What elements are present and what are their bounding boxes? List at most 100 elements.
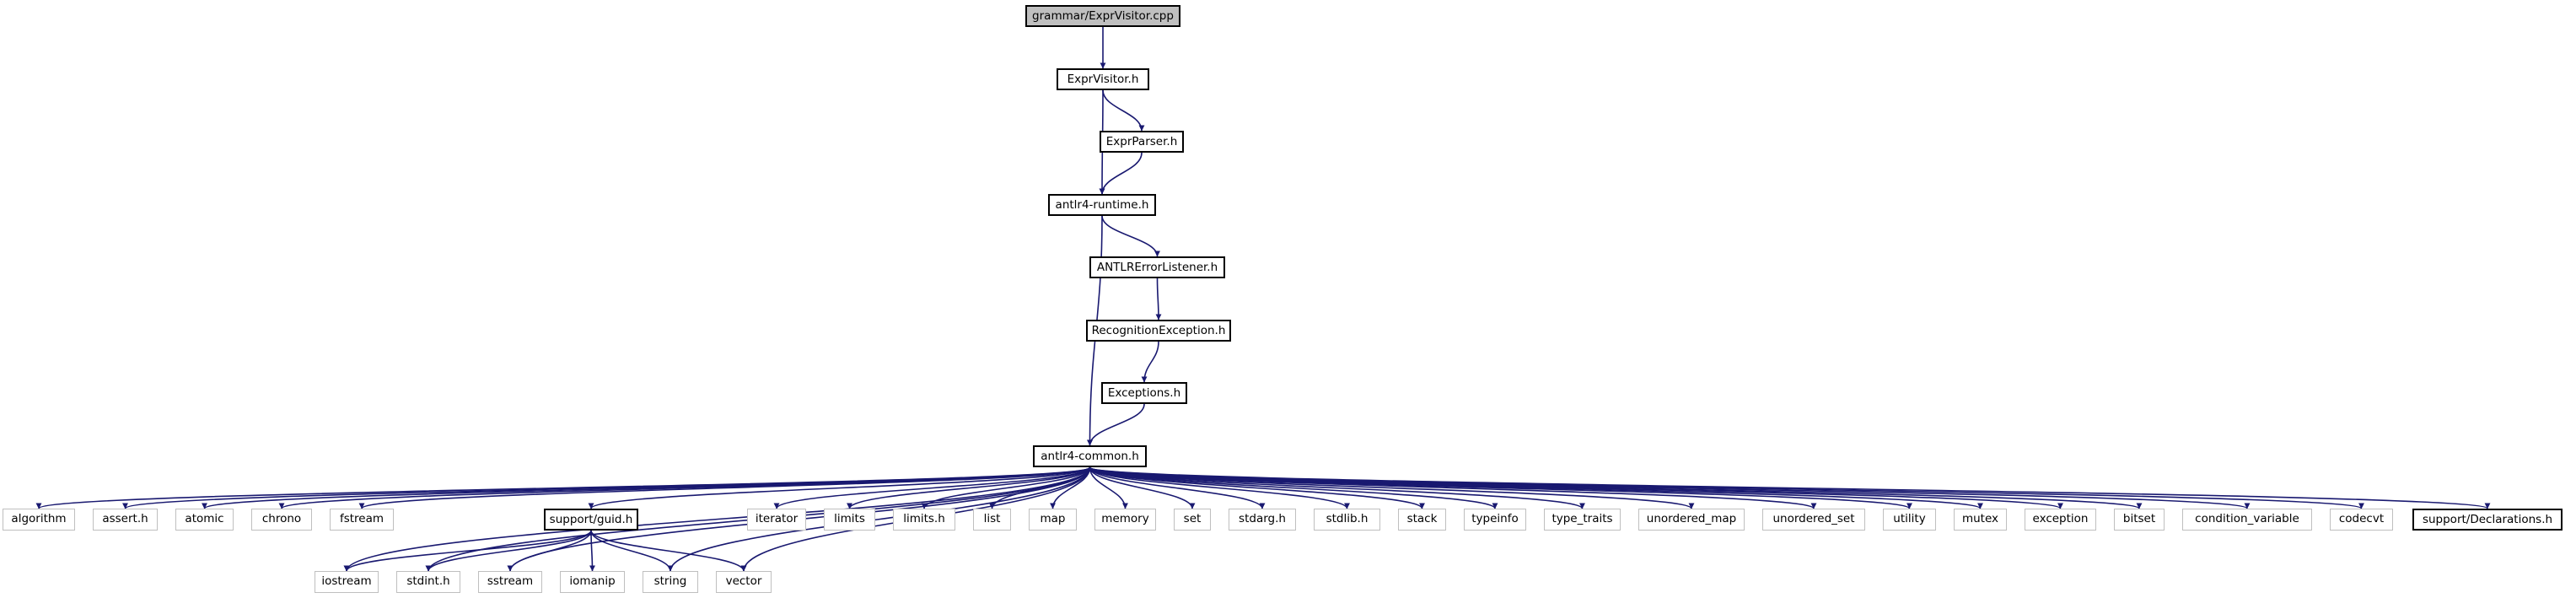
node-vector[interactable]: vector	[716, 571, 772, 593]
node-label: iostream	[321, 574, 372, 588]
node-assert-h[interactable]: assert.h	[93, 509, 158, 531]
node-root-file[interactable]: grammar/ExprVisitor.cpp	[1025, 5, 1180, 27]
node-algorithm[interactable]: algorithm	[3, 509, 75, 531]
node-label: stdlib.h	[1326, 512, 1369, 525]
edge-common-to-iostream	[343, 466, 1091, 572]
node-label: bitset	[2122, 512, 2156, 525]
node-label: iterator	[755, 512, 799, 525]
node-unordered-map[interactable]: unordered_map	[1638, 509, 1745, 531]
edge-common-to-stack	[1089, 466, 1425, 509]
node-label: typeinfo	[1471, 512, 1519, 525]
node-label: condition_variable	[2195, 512, 2299, 525]
edge-common-to-decls	[1089, 466, 2490, 509]
edge-guid-to-iomanip	[589, 530, 595, 572]
node-label: ANTLRErrorListener.h	[1096, 261, 1218, 274]
edge-exprparser-to-runtime	[1099, 152, 1143, 195]
node-support-guid-h[interactable]: support/guid.h	[544, 509, 638, 531]
edge-exceptions-to-common	[1087, 403, 1145, 446]
node-stdarg-h[interactable]: stdarg.h	[1229, 509, 1296, 531]
node-type-traits[interactable]: type_traits	[1544, 509, 1621, 531]
node-iomanip[interactable]: iomanip	[560, 571, 625, 593]
edge-common-to-guid	[588, 466, 1091, 509]
node-mutex[interactable]: mutex	[1954, 509, 2007, 531]
node-iterator[interactable]: iterator	[747, 509, 806, 531]
edge-common-to-map	[1050, 466, 1091, 509]
node-label: antlr4-common.h	[1041, 450, 1139, 463]
node-atomic[interactable]: atomic	[175, 509, 234, 531]
edge-common-to-fstream	[358, 466, 1091, 509]
node-bitset[interactable]: bitset	[2114, 509, 2165, 531]
node-condition-variable[interactable]: condition_variable	[2182, 509, 2312, 531]
node-exceptions-h[interactable]: Exceptions.h	[1101, 382, 1187, 404]
node-exception[interactable]: exception	[2025, 509, 2096, 531]
node-utility[interactable]: utility	[1883, 509, 1936, 531]
node-exprvisitor-h[interactable]: ExprVisitor.h	[1057, 68, 1149, 90]
node-support-declarations-h[interactable]: support/Declarations.h	[2412, 509, 2563, 531]
node-limits-h[interactable]: limits.h	[893, 509, 955, 531]
node-label: Exceptions.h	[1107, 386, 1181, 400]
node-label: exception	[2032, 512, 2089, 525]
edge-common-to-limitsh	[921, 466, 1091, 509]
node-label: set	[1183, 512, 1202, 525]
edge-common-to-typeinfo	[1089, 466, 1498, 509]
node-label: vector	[725, 574, 762, 588]
edge-common-to-limits	[847, 466, 1091, 509]
edge-common-to-string	[667, 466, 1091, 572]
edge-common-to-type_traits	[1089, 466, 1585, 509]
node-sstream[interactable]: sstream	[478, 571, 542, 593]
node-label: support/Declarations.h	[2422, 513, 2553, 526]
edge-common-to-stdarg	[1089, 466, 1266, 509]
node-label: support/guid.h	[549, 513, 633, 526]
node-fstream[interactable]: fstream	[330, 509, 394, 531]
node-string[interactable]: string	[643, 571, 698, 593]
node-typeinfo[interactable]: typeinfo	[1464, 509, 1526, 531]
edge-guid-to-stdint	[425, 530, 592, 572]
node-label: atomic	[185, 512, 224, 525]
node-label: RecognitionException.h	[1091, 324, 1226, 337]
node-label: unordered_map	[1646, 512, 1737, 525]
edge-common-to-iterator	[773, 466, 1091, 509]
edge-common-to-assert	[122, 466, 1091, 509]
node-stdint-h[interactable]: stdint.h	[396, 571, 460, 593]
node-label: algorithm	[11, 512, 67, 525]
node-codecvt[interactable]: codecvt	[2330, 509, 2393, 531]
node-set[interactable]: set	[1174, 509, 1211, 531]
edge-runtime-to-errlistener	[1101, 215, 1160, 257]
node-label: chrono	[261, 512, 302, 525]
node-label: utility	[1893, 512, 1926, 525]
node-memory[interactable]: memory	[1094, 509, 1156, 531]
node-label: stdarg.h	[1239, 512, 1286, 525]
node-antlr4-runtime-h[interactable]: antlr4-runtime.h	[1048, 194, 1156, 216]
node-recognitionexception-h[interactable]: RecognitionException.h	[1086, 320, 1231, 342]
node-chrono[interactable]: chrono	[251, 509, 312, 531]
node-label: string	[653, 574, 687, 588]
node-iostream[interactable]: iostream	[315, 571, 379, 593]
node-label: list	[983, 512, 1001, 525]
node-label: type_traits	[1552, 512, 1613, 525]
node-stdlib-h[interactable]: stdlib.h	[1314, 509, 1380, 531]
node-antlrerrorlistener-h[interactable]: ANTLRErrorListener.h	[1089, 256, 1225, 278]
node-label: unordered_set	[1772, 512, 1855, 525]
node-label: fstream	[339, 512, 385, 525]
edge-guid-to-vector	[590, 530, 747, 572]
edge-common-to-exception	[1089, 466, 2063, 509]
node-exprparser-h[interactable]: ExprParser.h	[1100, 131, 1184, 153]
edge-guid-to-string	[590, 530, 674, 572]
node-list[interactable]: list	[973, 509, 1011, 531]
node-label: sstream	[487, 574, 534, 588]
node-label: grammar/ExprVisitor.cpp	[1032, 9, 1174, 23]
edge-guid-to-iostream	[343, 530, 592, 572]
edge-common-to-list	[989, 466, 1091, 509]
node-stack[interactable]: stack	[1398, 509, 1446, 531]
node-antlr4-common-h[interactable]: antlr4-common.h	[1033, 445, 1147, 467]
node-unordered-set[interactable]: unordered_set	[1762, 509, 1865, 531]
node-label: ExprParser.h	[1105, 135, 1178, 148]
edge-exprvisitor-to-exprparser	[1102, 89, 1145, 132]
node-limits[interactable]: limits	[824, 509, 875, 531]
node-label: assert.h	[102, 512, 148, 525]
edge-common-to-unordered_map	[1089, 466, 1695, 509]
node-map[interactable]: map	[1029, 509, 1077, 531]
node-label: limits.h	[903, 512, 945, 525]
